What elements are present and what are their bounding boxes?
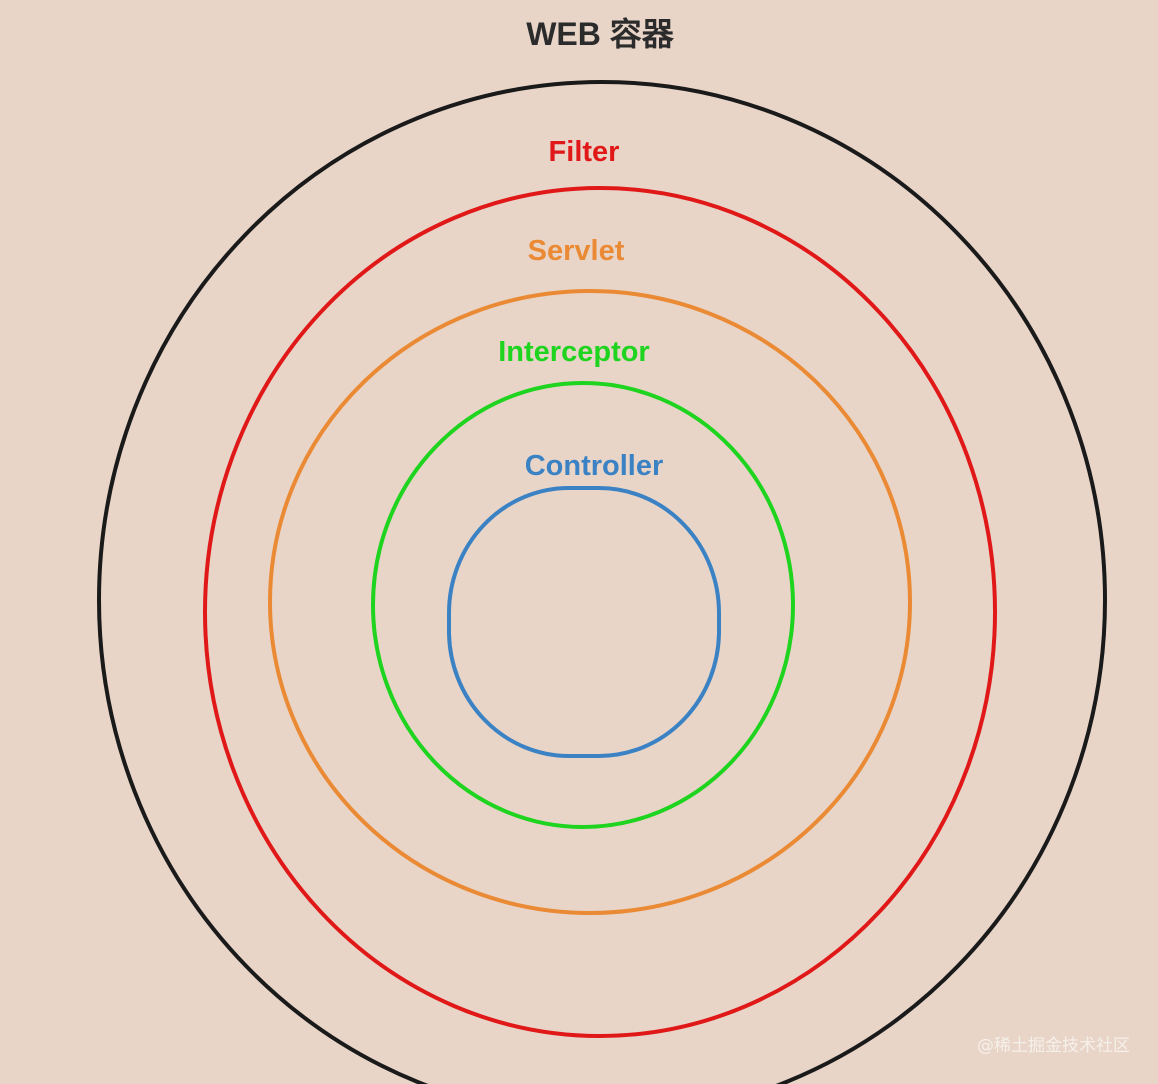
watermark-text: @稀土掘金技术社区	[977, 1036, 1130, 1056]
diagram-title: WEB 容器	[526, 16, 675, 52]
web-container-ring	[97, 80, 1107, 1084]
interceptor-label: Interceptor	[498, 336, 649, 368]
interceptor-ring	[371, 381, 795, 829]
filter-ring	[203, 186, 997, 1038]
servlet-ring	[268, 289, 912, 915]
controller-label: Controller	[525, 450, 664, 482]
controller-ring	[447, 486, 721, 758]
filter-label: Filter	[549, 136, 620, 168]
servlet-label: Servlet	[528, 235, 625, 267]
